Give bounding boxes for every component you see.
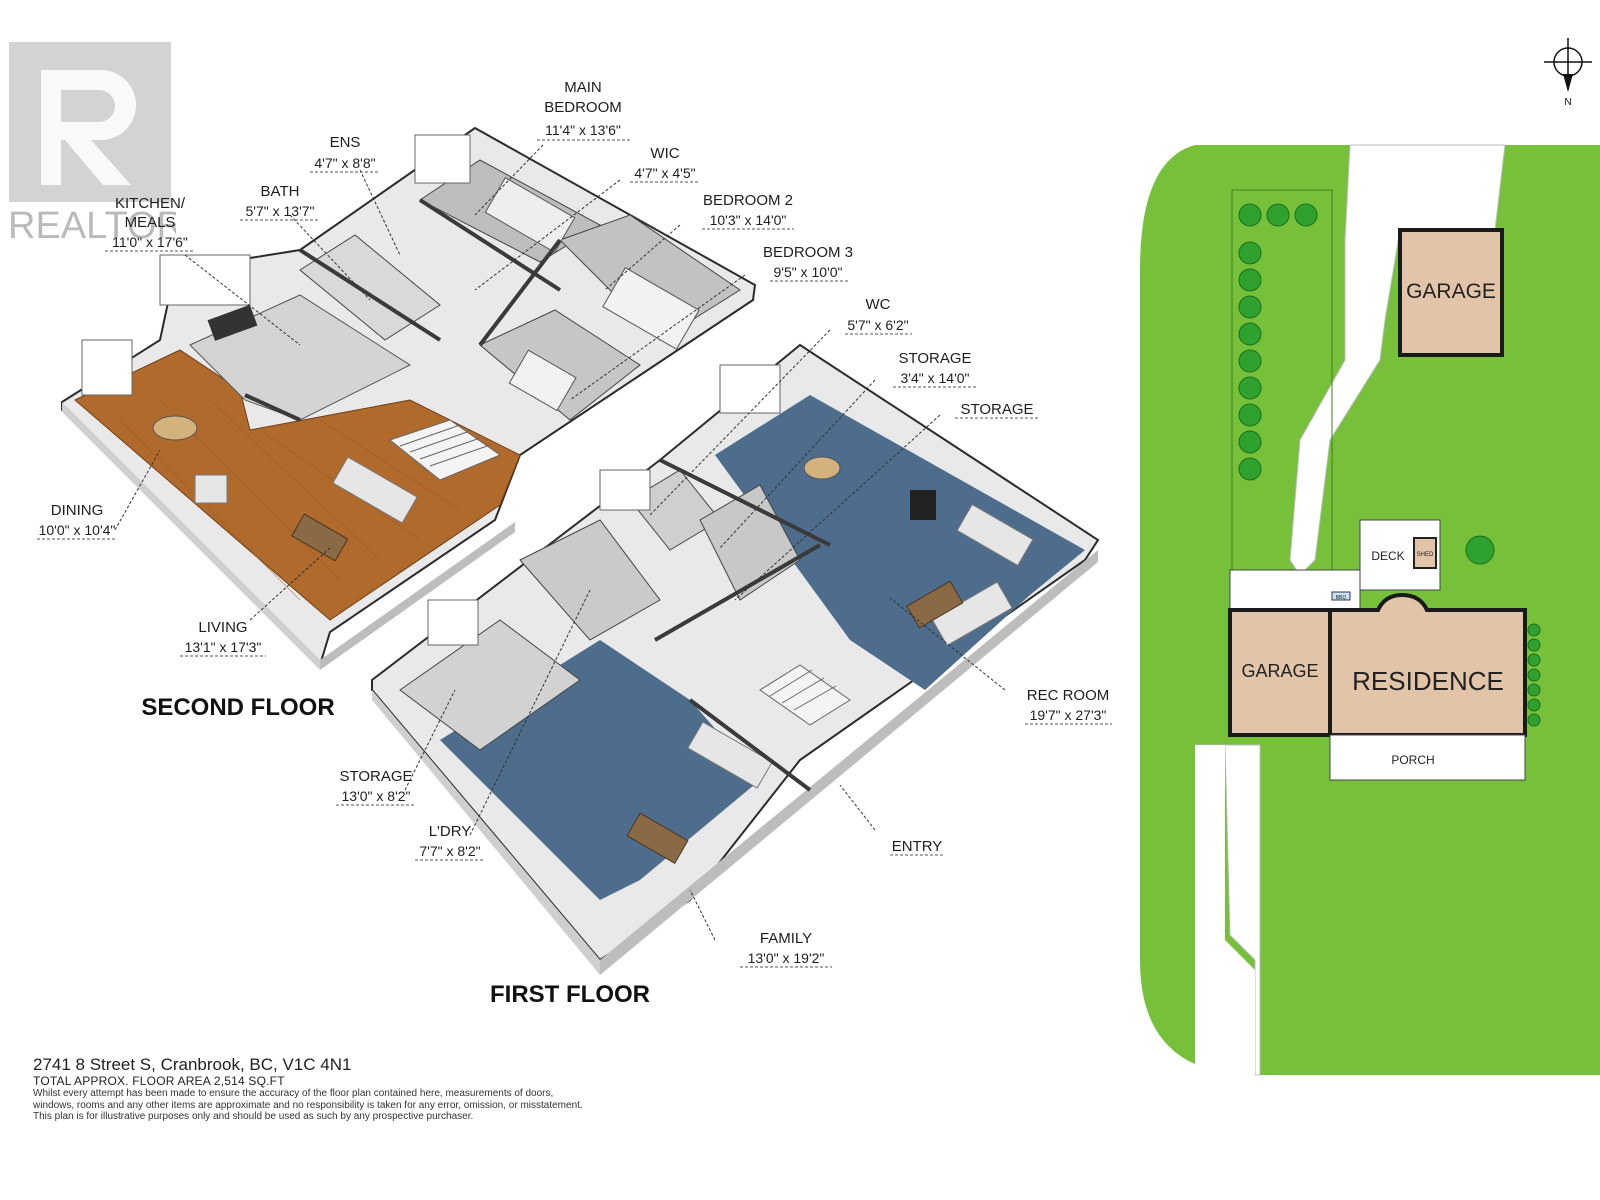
bath-floor xyxy=(299,234,441,341)
property-address: 2741 8 Street S, Cranbrook, BC, V1C 4N1 xyxy=(33,1055,352,1074)
north-compass-icon: N xyxy=(1544,38,1592,108)
first-floor-plan xyxy=(371,343,1100,975)
rec-sofa-2 xyxy=(931,581,1013,647)
family-coffee-table xyxy=(626,812,689,864)
bedroom2-label: BEDROOM 2 xyxy=(703,192,793,209)
total-floor-area: TOTAL APPROX. FLOOR AREA 2,514 SQ.FT xyxy=(33,1073,285,1088)
first-floor-title: FIRST FLOOR xyxy=(490,981,650,1008)
bed-3 xyxy=(508,349,577,412)
wc-dims: 5'7" x 6'2" xyxy=(847,317,908,333)
shed-label: SHED xyxy=(1417,552,1434,558)
porch xyxy=(1329,734,1526,781)
family-dims: 13'0" x 19'2" xyxy=(748,950,825,966)
rec-sofa-1 xyxy=(956,503,1034,567)
living-dims: 13'1" x 17'3" xyxy=(185,639,262,655)
storage1-dims: 3'4" x 14'0" xyxy=(901,370,970,386)
family-label: FAMILY xyxy=(760,930,812,947)
kitchen-label-1: KITCHEN/ xyxy=(115,195,186,212)
top-garage xyxy=(1398,228,1504,357)
storage3-dims: 13'0" x 8'2" xyxy=(342,788,411,804)
footer: 2741 8 Street S, Cranbrook, BC, V1C 4N1 … xyxy=(33,1055,733,1123)
first-floor-stairs xyxy=(759,664,851,726)
wic-dims: 4'7" x 4'5" xyxy=(634,165,695,181)
storage1-label: STORAGE xyxy=(898,350,971,367)
dining-table xyxy=(152,415,198,441)
main-bedroom-label-2: BEDROOM xyxy=(544,99,622,116)
residence-label: RESIDENCE xyxy=(1352,666,1504,696)
left-garage xyxy=(1228,608,1332,737)
bbq xyxy=(1331,591,1351,601)
bath-dims: 5'7" x 13'7" xyxy=(246,203,315,219)
kitchen-dims: 11'0" x 17'6" xyxy=(112,234,188,250)
wic-label: WIC xyxy=(650,145,679,162)
entry-label: ENTRY xyxy=(892,838,943,855)
disclaimer-line-3: This plan is for illustrative purposes o… xyxy=(33,1111,474,1123)
dining-dims: 10'0" x 10'4" xyxy=(39,522,116,538)
left-garage-label: GARAGE xyxy=(1241,661,1318,681)
residence xyxy=(1328,592,1527,737)
main-bedroom-label-1: MAIN xyxy=(564,79,602,96)
porch-label: PORCH xyxy=(1391,753,1434,767)
rec-room-label: REC ROOM xyxy=(1027,687,1110,704)
rec-room-dims: 19'7" x 27'3" xyxy=(1030,707,1107,723)
armchair-2f xyxy=(194,474,228,504)
kitchen-table xyxy=(207,304,258,341)
laundry-label: L'DRY xyxy=(429,823,472,840)
second-floor-plan xyxy=(61,126,757,670)
main-bed xyxy=(484,176,576,254)
compass-label: N xyxy=(1564,97,1571,108)
laundry-dims: 7'7" x 8'2" xyxy=(419,843,480,859)
storage3-label: STORAGE xyxy=(339,768,412,785)
leader-lines xyxy=(114,144,1006,941)
bedroom3-label: BEDROOM 3 xyxy=(763,244,853,261)
disclaimer-line-1: Whilst every attempt has been made to en… xyxy=(33,1088,554,1100)
main-bedroom-dims: 11'4" x 13'6" xyxy=(545,122,621,138)
top-garage-label: GARAGE xyxy=(1406,280,1496,303)
deck-label: DECK xyxy=(1371,549,1404,563)
trees xyxy=(1238,203,1495,565)
ens-dims: 4'7" x 8'8" xyxy=(314,155,375,171)
living-label: LIVING xyxy=(198,619,247,636)
laundry-floor xyxy=(519,519,661,641)
shed xyxy=(1413,537,1437,569)
kitchen-label-2: MEALS xyxy=(125,214,176,231)
family-sofa xyxy=(687,721,773,789)
bed-2 xyxy=(602,266,700,350)
coffee-table-2f xyxy=(291,513,349,562)
storage2-label: STORAGE xyxy=(960,401,1033,418)
dining-label: DINING xyxy=(51,502,104,519)
rec-table xyxy=(803,456,841,480)
sofa-2f xyxy=(332,456,418,524)
bedroom2-dims: 10'3" x 14'0" xyxy=(710,212,787,228)
site-plan: GARAGE DECK SHED BBQ GARAGE RESIDENCE xyxy=(1140,144,1600,1076)
patio xyxy=(1229,569,1361,611)
room-labels: MAIN BEDROOM 11'4" x 13'6" ENS 4'7" x 8'… xyxy=(37,79,1112,968)
second-floor-title: SECOND FLOOR xyxy=(141,694,334,721)
bbq-label: BBQ xyxy=(1336,595,1347,601)
wood-stove xyxy=(910,490,936,520)
wc-label: WC xyxy=(866,296,891,313)
ens-label: ENS xyxy=(330,134,361,151)
disclaimer-line-2: windows, rooms and any other items are a… xyxy=(33,1099,583,1111)
second-floor-stairs xyxy=(388,419,502,481)
bedroom3-dims: 9'5" x 10'0" xyxy=(774,264,843,280)
bath-label: BATH xyxy=(261,183,300,200)
